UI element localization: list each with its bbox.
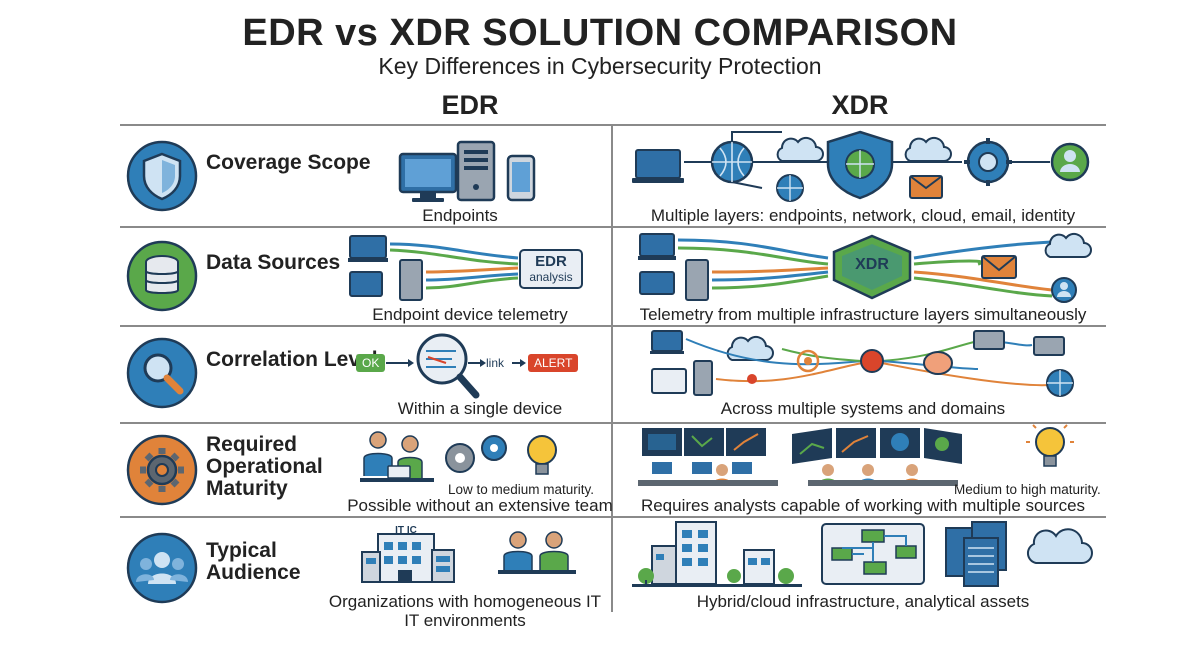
gear-icon [126,434,198,506]
ok-tag: OK [356,354,386,372]
office-building-illustration: IT IC [358,520,588,589]
edr-maturity-note: Low to medium maturity. [448,482,595,497]
column-header-xdr: XDR [831,90,889,120]
category-label: Coverage Scope [206,151,371,174]
xdr-box-title: XDR [855,256,889,273]
row-data-sources: Data Sources EDR analysis Endpoint devic… [120,228,1106,325]
soc-team-illustration [632,422,1106,495]
database-icon [126,240,198,312]
multi-layer-illustration [632,126,1106,211]
endpoint-telemetry-illustration: EDR analysis [348,232,588,309]
small-team-illustration [356,426,606,491]
row-coverage-scope: Coverage Scope Endpoints [120,126,1106,226]
category-label: Data Sources [206,251,341,274]
divider [120,124,1106,126]
edr-caption: Possible without an extensive team [347,496,613,515]
xdr-caption: Multiple layers: endpoints, network, clo… [650,206,1076,225]
xdr-caption: Telemetry from multiple infrastructure l… [639,305,1087,324]
edr-box-title: EDR [535,253,567,270]
column-header-edr: EDR [441,90,499,120]
link-label: link [486,356,505,370]
edr-caption-line1: Organizations with homogeneous IT [328,592,602,611]
category-label: Correlation Level [206,348,378,371]
single-device-correlation-illustration: OK link ALERT [356,329,586,406]
category-label: Required Operational Maturity [206,433,323,500]
magnifier-icon [126,337,198,409]
row-operational-maturity: Required Operational Maturity Low to med… [120,422,1106,516]
building-label: IT IC [395,525,417,536]
category-label: Typical Audience [206,539,301,584]
column-divider [611,124,613,612]
row-correlation-level: Correlation Level OK link ALERT Within a… [120,327,1106,422]
row-typical-audience: Typical Audience IT IC Organizations wit… [120,518,1106,638]
xdr-maturity-note: Medium to high maturity. [954,482,1101,497]
divider [120,226,1106,228]
xdr-caption: Hybrid/cloud infrastructure, analytical … [696,592,1030,611]
edr-caption-line2: IT environments [404,611,526,630]
divider [120,325,1106,327]
cross-domain-correlation-illustration [632,327,1106,404]
divider [120,516,1106,518]
people-icon [126,532,198,604]
alert-tag: ALERT [528,354,579,372]
xdr-caption: Across multiple systems and domains [720,399,1006,418]
edr-caption: Endpoint device telemetry [372,305,568,324]
shield-icon [126,140,198,212]
edr-caption: Endpoints [422,206,498,225]
hybrid-infrastructure-illustration [632,518,1106,595]
page-subtitle: Key Differences in Cybersecurity Protect… [378,53,822,79]
endpoints-illustration [350,132,570,211]
edr-box-sub: analysis [529,270,573,284]
xdr-caption: Requires analysts capable of working wit… [640,496,1086,515]
edr-caption: Within a single device [397,399,563,418]
page-title: EDR vs XDR SOLUTION COMPARISON [242,12,958,54]
multi-source-telemetry-illustration: XDR [632,230,1106,309]
divider [120,422,1106,424]
